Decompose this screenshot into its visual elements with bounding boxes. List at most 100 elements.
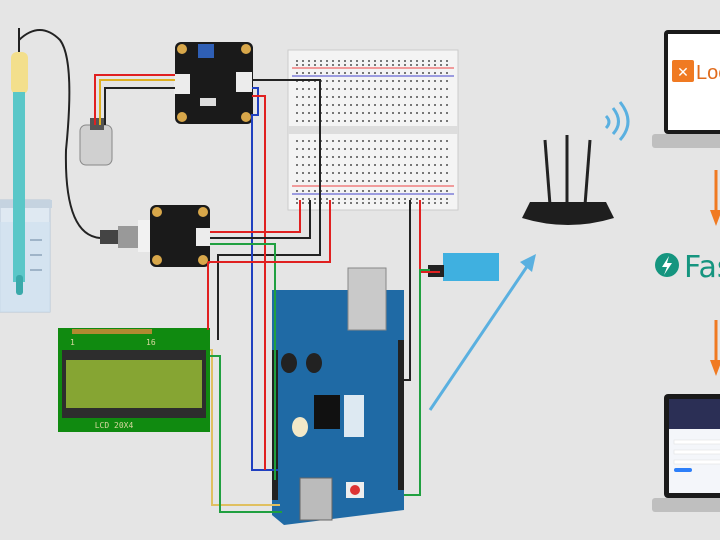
breadboard-hole [404, 180, 406, 182]
breadboard-hole [446, 140, 448, 142]
breadboard-hole [338, 112, 340, 114]
arduino-board [272, 267, 404, 525]
breadboard-hole [302, 96, 304, 98]
breadboard-hole [446, 180, 448, 182]
breadboard-hole [392, 72, 394, 74]
breadboard-hole [356, 120, 358, 122]
breadboard-hole [404, 104, 406, 106]
breadboard-hole [386, 164, 388, 166]
breadboard-hole [302, 198, 304, 200]
breadboard-hole [392, 104, 394, 106]
breadboard-hole [380, 156, 382, 158]
breadboard-hole [416, 60, 418, 62]
breadboard-hole [368, 172, 370, 174]
breadboard-hole [428, 202, 430, 204]
breadboard-hole [302, 148, 304, 150]
breadboard-hole [398, 120, 400, 122]
breadboard-hole [422, 96, 424, 98]
breadboard-hole [410, 156, 412, 158]
breadboard-hole [356, 140, 358, 142]
breadboard-hole [308, 198, 310, 200]
breadboard-hole [422, 198, 424, 200]
breadboard-hole [314, 156, 316, 158]
breadboard-hole [392, 148, 394, 150]
breadboard-hole [386, 198, 388, 200]
breadboard-hole [422, 156, 424, 158]
breadboard-hole [446, 96, 448, 98]
breadboard-hole [308, 120, 310, 122]
breadboard-hole [326, 72, 328, 74]
breadboard-hole [362, 164, 364, 166]
breadboard-hole [428, 180, 430, 182]
breadboard-hole [356, 72, 358, 74]
breadboard-hole [422, 202, 424, 204]
breadboard-hole [350, 202, 352, 204]
breadboard-hole [410, 60, 412, 62]
breadboard-hole [356, 60, 358, 62]
breadboard-hole [374, 96, 376, 98]
breadboard-hole [344, 148, 346, 150]
breadboard-hole [314, 96, 316, 98]
breadboard-hole [296, 202, 298, 204]
breadboard-hole [404, 64, 406, 66]
breadboard-hole [380, 164, 382, 166]
breadboard-hole [398, 190, 400, 192]
breadboard-hole [350, 80, 352, 82]
breadboard-hole [380, 80, 382, 82]
breadboard-hole [326, 88, 328, 90]
breadboard-hole [338, 164, 340, 166]
breadboard-hole [374, 190, 376, 192]
breadboard-hole [410, 180, 412, 182]
breadboard-hole [350, 104, 352, 106]
api-name: Fas [684, 250, 720, 285]
breadboard-hole [440, 198, 442, 200]
breadboard-hole [344, 164, 346, 166]
breadboard-hole [308, 156, 310, 158]
breadboard-hole [296, 180, 298, 182]
breadboard-hole [398, 104, 400, 106]
breadboard-hole [434, 172, 436, 174]
breadboard-hole [344, 60, 346, 62]
breadboard-hole [416, 180, 418, 182]
breadboard-hole [314, 64, 316, 66]
breadboard-hole [374, 172, 376, 174]
breadboard-hole [338, 80, 340, 82]
breadboard-hole [368, 112, 370, 114]
lcd-pin-first: 1 [70, 338, 75, 347]
breadboard-hole [374, 164, 376, 166]
breadboard-hole [428, 60, 430, 62]
breadboard-hole [416, 104, 418, 106]
breadboard-hole [350, 164, 352, 166]
breadboard-hole [350, 140, 352, 142]
breadboard-hole [410, 104, 412, 106]
breadboard-hole [446, 202, 448, 204]
breadboard-hole [326, 96, 328, 98]
breadboard-hole [410, 88, 412, 90]
breadboard-hole [398, 96, 400, 98]
breadboard-hole [434, 80, 436, 82]
breadboard-hole [356, 112, 358, 114]
breadboard-hole [302, 164, 304, 166]
breadboard-hole [428, 190, 430, 192]
breadboard-hole [434, 140, 436, 142]
breadboard-hole [320, 60, 322, 62]
breadboard-hole [344, 172, 346, 174]
breadboard-hole [422, 140, 424, 142]
breadboard-hole [296, 60, 298, 62]
breadboard-hole [338, 148, 340, 150]
breadboard-hole [314, 120, 316, 122]
breadboard-hole [428, 96, 430, 98]
breadboard-hole [416, 112, 418, 114]
breadboard-hole [398, 72, 400, 74]
breadboard-hole [368, 104, 370, 106]
breadboard-hole [434, 112, 436, 114]
breadboard-hole [398, 164, 400, 166]
breadboard-hole [434, 64, 436, 66]
breadboard-hole [434, 190, 436, 192]
breadboard-hole [446, 198, 448, 200]
breadboard-hole [362, 72, 364, 74]
breadboard-hole [368, 72, 370, 74]
breadboard-hole [344, 120, 346, 122]
breadboard-hole [302, 190, 304, 192]
breadboard-hole [350, 180, 352, 182]
